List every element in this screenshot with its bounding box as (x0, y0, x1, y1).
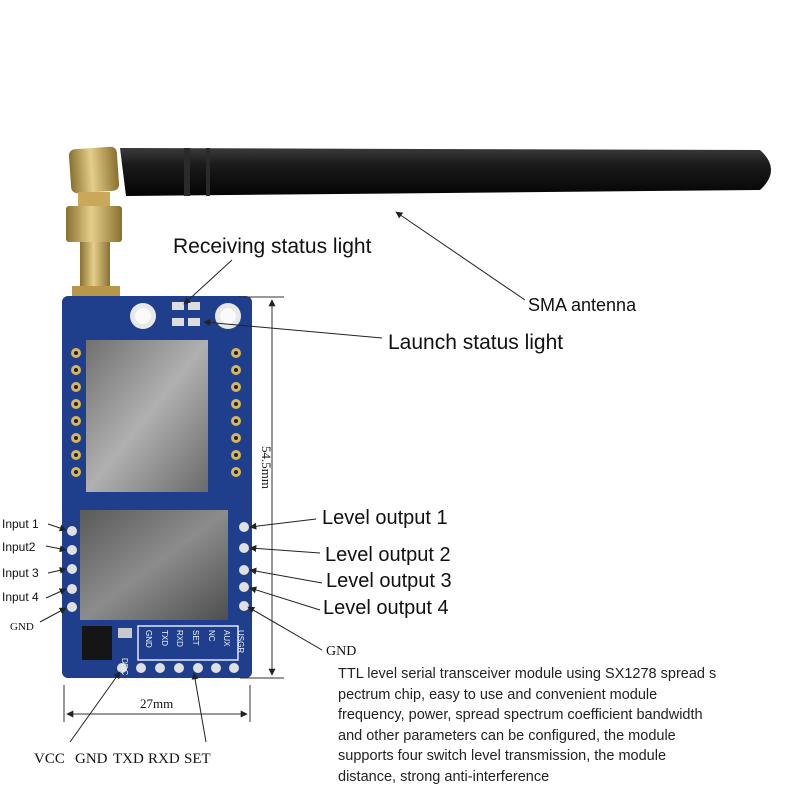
input-3-label: Input 3 (2, 566, 39, 580)
silk-usgr: USGR (236, 630, 245, 653)
silk-rxd: RXD (175, 630, 184, 647)
gnd-left-label: GND (10, 621, 34, 633)
pin-rxd-label: RXD (148, 751, 180, 767)
level-output-2-label: Level output 2 (325, 544, 451, 566)
input-1-label: Input 1 (2, 517, 39, 531)
gnd-right-label: GND (326, 644, 357, 659)
description-line: pectrum chip, easy to use and convenient… (338, 686, 658, 703)
silk-ddc: DDC (120, 658, 129, 676)
io-pin-holes (67, 522, 249, 612)
level-output-4-label: Level output 4 (323, 597, 449, 619)
dimension-height-label: 54.5mm (259, 446, 274, 489)
upper-header-pads (71, 348, 241, 477)
description-line: and other parameters can be configured, … (338, 727, 676, 744)
silk-aux: AUX (222, 630, 231, 647)
silk-nc: NC (207, 630, 216, 642)
pcb-board (62, 296, 252, 678)
description-line: TTL level serial transceiver module usin… (338, 666, 717, 682)
silkscreen: GND TXD RXD SET NC AUX USGR DDC (120, 630, 245, 676)
pin-vcc-label: VCC (34, 751, 65, 767)
pin-txd-label: TXD (113, 751, 144, 767)
sma-antenna (66, 146, 771, 298)
callout-arrows (39, 211, 526, 743)
receiving-status-light-label: Receiving status light (173, 235, 372, 258)
level-output-1-label: Level output 1 (322, 507, 448, 529)
level-output-3-label: Level output 3 (326, 570, 452, 592)
module-description: TTL level serial transceiver module usin… (338, 664, 786, 787)
input-4-label: Input 4 (2, 590, 39, 604)
dimension-width-label: 27mm (140, 696, 174, 711)
input-2-label: Input2 (2, 540, 36, 554)
silk-set: SET (191, 630, 200, 646)
launch-status-light-label: Launch status light (388, 331, 564, 354)
pin-gnd-label: GND (75, 751, 108, 767)
silk-gnd: GND (144, 630, 153, 648)
dimension-lines (63, 296, 284, 722)
bottom-pin-holes (117, 663, 239, 673)
pin-set-label: SET (184, 751, 211, 767)
description-line: supports four switch level transmission,… (338, 748, 667, 764)
silk-txd: TXD (160, 630, 169, 646)
description-line: distance, strong anti-interference (338, 768, 550, 785)
sma-antenna-label: SMA antenna (528, 295, 637, 315)
description-line: frequency, power, spread spectrum coeffi… (338, 707, 703, 723)
